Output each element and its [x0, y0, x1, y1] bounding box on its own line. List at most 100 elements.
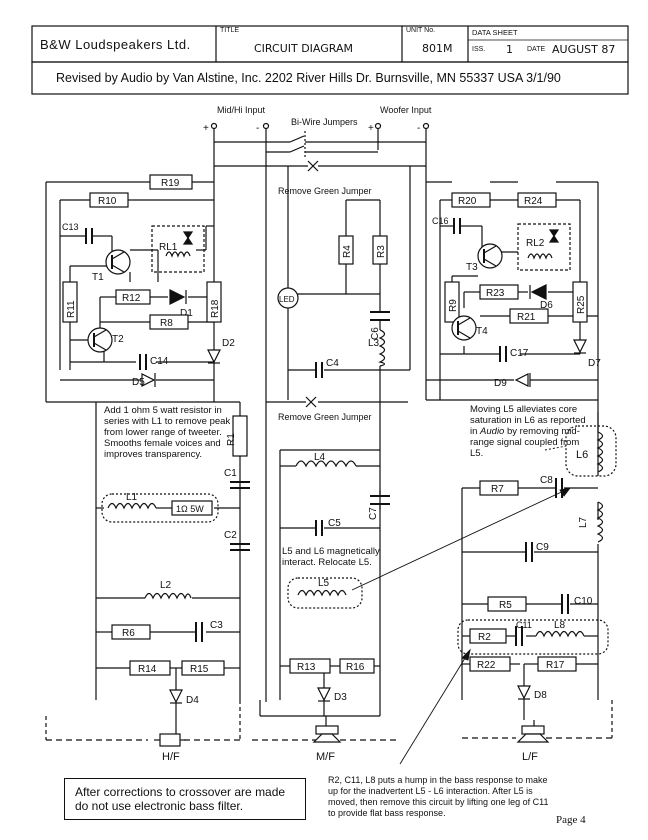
c1-label: C1: [224, 468, 237, 479]
c13-capacitor: [85, 228, 100, 244]
c8-label: C8: [540, 475, 553, 486]
r6-resistor: [111, 624, 151, 640]
c16-label: C16: [432, 216, 449, 226]
t3-label: T3: [466, 262, 478, 273]
l3-label: L3: [368, 338, 380, 349]
r5-resistor: [487, 596, 527, 612]
r7-label: R7: [491, 484, 504, 495]
t1-label: T1: [92, 272, 104, 283]
r21-resistor: [509, 308, 549, 324]
c9-label: C9: [536, 542, 549, 553]
c10-label: C10: [574, 596, 593, 607]
r17-resistor: [537, 656, 577, 672]
r11-label: R11: [66, 300, 77, 318]
d4-label: D4: [186, 695, 199, 706]
electronic-filter-note: After corrections to crossover are made …: [64, 778, 306, 820]
c4-capacitor: [315, 362, 323, 378]
date-label: DATE: [527, 46, 546, 53]
r3-resistor: [372, 235, 388, 265]
r11-resistor: [62, 281, 78, 323]
remove-green-jumper-top: Remove Green Jumper: [278, 186, 372, 196]
d8-label: D8: [534, 690, 547, 701]
l5-inductor: [287, 577, 363, 609]
rl1-relay: [151, 225, 205, 273]
l1-label: L1: [126, 492, 138, 503]
green-jumper-top: [214, 160, 426, 172]
l7-inductor: [596, 501, 604, 543]
r19-label: R19: [161, 178, 180, 189]
l2-inductor: [144, 592, 192, 600]
c1-capacitor: [230, 481, 250, 489]
t1-transistor: [105, 249, 131, 275]
r6-label: R6: [122, 628, 135, 639]
c3-capacitor: [195, 622, 203, 642]
woofer-input-label: Woofer Input: [380, 105, 432, 115]
d5-label: D5: [132, 377, 145, 388]
hf-driver: [45, 700, 241, 747]
tweeter-filter-network: [95, 402, 241, 740]
l4-inductor: [295, 460, 357, 468]
rl2-label: RL2: [526, 238, 545, 249]
r18-label: R18: [210, 299, 221, 318]
c2-capacitor: [230, 543, 250, 551]
d2-label: D2: [222, 338, 235, 349]
l7-label: L7: [578, 516, 589, 528]
company-name: B&W Loudspeakers Ltd.: [40, 37, 191, 52]
l3-inductor: [378, 329, 386, 367]
unit-number: 801M: [422, 42, 453, 55]
issue-date: AUGUST 87: [552, 43, 616, 56]
d4-diode: [169, 689, 183, 704]
title-label: TITLE: [220, 27, 240, 34]
r15-label: R15: [190, 664, 209, 675]
r14-label: R14: [138, 664, 157, 675]
d7-label: D7: [588, 358, 601, 369]
l1-modification-note: Add 1 ohm 5 watt resistor in series with…: [104, 405, 231, 460]
c7-label: C7: [368, 507, 379, 520]
l1-added-resistor: [171, 500, 213, 516]
r4-resistor: [338, 235, 354, 265]
r23-resistor: [479, 284, 519, 300]
r24-label: R24: [524, 196, 543, 207]
revision-line: Revised by Audio by Van Alstine, Inc. 22…: [56, 71, 561, 85]
l1-added-resistor-label: 1Ω 5W: [176, 504, 204, 514]
woofer-input-terminals: [374, 122, 430, 182]
c4-label: C4: [326, 358, 339, 369]
r18-resistor: [206, 281, 222, 323]
d8-diode: [517, 685, 531, 700]
mf-driver: [252, 716, 400, 743]
mid-hi-plus-label: +: [203, 123, 209, 134]
r2-resistor: [469, 628, 507, 644]
t4-label: T4: [476, 326, 488, 337]
c2-label: C2: [224, 530, 237, 541]
r19-resistor: [149, 174, 193, 190]
r1-resistor: [232, 415, 248, 457]
r8-label: R8: [160, 318, 173, 329]
t4-transistor: [451, 315, 477, 341]
d9-label: D9: [494, 378, 507, 389]
r13-resistor: [289, 658, 331, 674]
r9-resistor: [444, 281, 460, 323]
r17-label: R17: [546, 660, 565, 671]
r9-label: R9: [448, 299, 459, 312]
r12-label: R12: [122, 293, 141, 304]
r1-label: R1: [226, 433, 237, 446]
r12-resistor: [115, 289, 151, 305]
c11-label: C11: [516, 620, 532, 630]
annotation-arrows: [351, 445, 572, 765]
bass-hump-note: R2, C11, L8 puts a hump in the bass resp…: [328, 775, 549, 818]
c7-capacitor: [370, 495, 390, 505]
r20-label: R20: [458, 196, 477, 207]
r23-label: R23: [486, 288, 505, 299]
led-indicator: [277, 287, 299, 309]
c5-label: C5: [328, 518, 341, 529]
l6-label: L6: [576, 449, 588, 461]
c6-label: C6: [370, 327, 381, 340]
l6-note-publication: Audio: [480, 426, 505, 437]
issue-label: ISS.: [472, 46, 486, 53]
l5-label: L5: [318, 578, 330, 589]
lf-driver: [462, 700, 613, 743]
t2-label: T2: [112, 334, 124, 345]
r2-label: R2: [478, 632, 491, 643]
d3-diode: [317, 687, 331, 702]
